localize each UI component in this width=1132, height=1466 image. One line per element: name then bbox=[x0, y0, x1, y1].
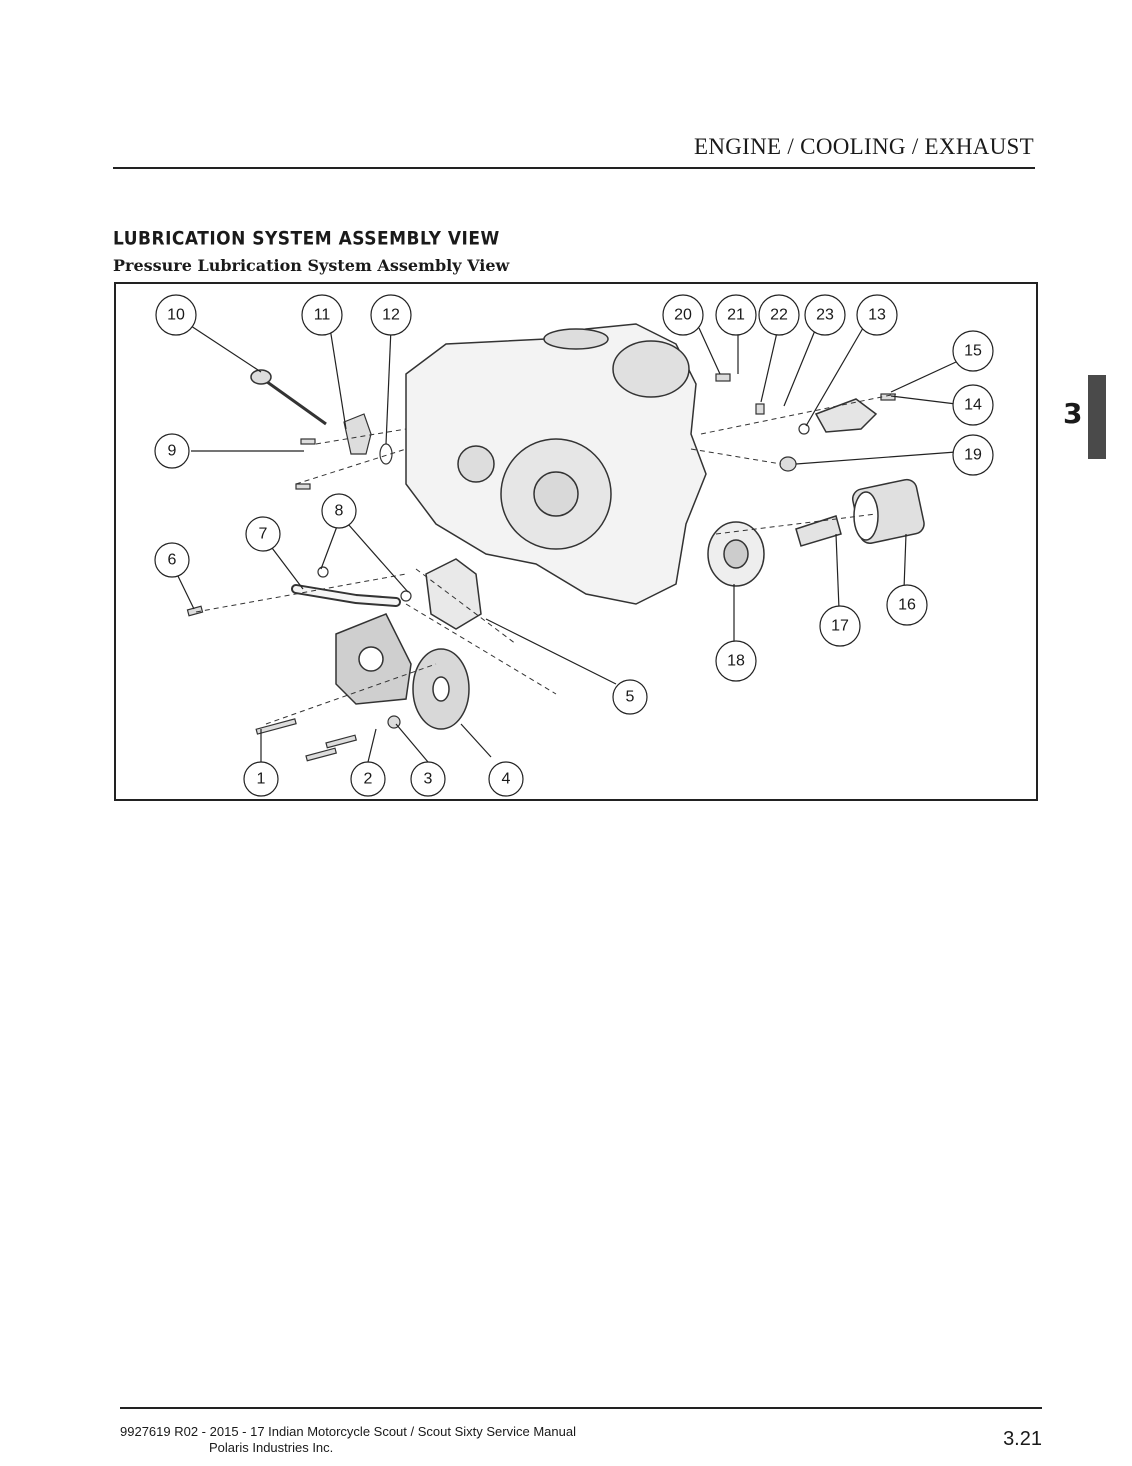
dipstick-illustration bbox=[250, 369, 327, 426]
callout-7 bbox=[245, 516, 281, 552]
callout-1 bbox=[243, 761, 279, 797]
callout-label-13: 13 bbox=[868, 307, 886, 324]
callout-23 bbox=[804, 294, 846, 336]
figure-subtitle: Pressure Lubrication System Assembly Vie… bbox=[113, 256, 510, 275]
callout-label-18: 18 bbox=[727, 653, 745, 670]
callout-9 bbox=[154, 433, 190, 469]
callout-leader-lines bbox=[175, 323, 957, 763]
callout-label-11: 11 bbox=[314, 307, 331, 324]
callout-label-19: 19 bbox=[964, 447, 982, 464]
header-rule bbox=[113, 167, 1035, 169]
footer-rule bbox=[120, 1407, 1042, 1409]
filter-adapter-illustration bbox=[795, 515, 842, 547]
assembly-guide-lines bbox=[195, 393, 897, 725]
callout-15 bbox=[952, 330, 994, 372]
callout-18 bbox=[715, 640, 757, 682]
callout-label-3: 3 bbox=[424, 771, 433, 788]
callout-label-4: 4 bbox=[502, 771, 511, 788]
pressure-switch-illustration bbox=[814, 398, 878, 433]
callout-17 bbox=[819, 605, 861, 647]
callout-11 bbox=[301, 294, 343, 336]
chapter-number: 3 bbox=[1063, 397, 1083, 430]
callout-2 bbox=[350, 761, 386, 797]
callout-12 bbox=[370, 294, 412, 336]
callout-label-12: 12 bbox=[382, 307, 400, 324]
callout-group bbox=[154, 294, 994, 797]
callout-label-17: 17 bbox=[831, 618, 849, 635]
oil-tube-illustration-inner bbox=[293, 586, 399, 605]
callout-16 bbox=[886, 584, 928, 626]
callout-21 bbox=[715, 294, 757, 336]
pump-cover-plate-illustration bbox=[335, 613, 412, 705]
callout-10 bbox=[155, 294, 197, 336]
callout-22 bbox=[758, 294, 800, 336]
engine-crankcase-illustration bbox=[405, 323, 707, 605]
oil-pump-illustration bbox=[425, 558, 482, 630]
callout-label-16: 16 bbox=[898, 597, 916, 614]
callout-5 bbox=[612, 679, 648, 715]
callout-19 bbox=[952, 434, 994, 476]
exploded-view-drawing: 1 2 3 4 5 6 7 8 9 10 11 12 13 14 15 16 1… bbox=[154, 294, 994, 797]
footer-publisher: Polaris Industries Inc. bbox=[209, 1440, 334, 1455]
footer-manual-info: 9927619 R02 - 2015 - 17 Indian Motorcycl… bbox=[120, 1424, 576, 1456]
page-number: 3.21 bbox=[1003, 1428, 1042, 1450]
callout-label-20: 20 bbox=[674, 307, 692, 324]
callout-label-14: 14 bbox=[964, 397, 982, 414]
callout-14 bbox=[952, 384, 994, 426]
callout-8 bbox=[321, 493, 357, 529]
oil-filter-illustration bbox=[851, 478, 925, 544]
callout-label-8: 8 bbox=[335, 503, 344, 520]
callout-label-10: 10 bbox=[167, 307, 185, 324]
callout-label-6: 6 bbox=[168, 552, 177, 569]
small-parts-illustration bbox=[186, 373, 896, 762]
callout-label-7: 7 bbox=[259, 526, 268, 543]
drive-gear-illustration bbox=[412, 648, 470, 730]
section-header: ENGINE / COOLING / EXHAUST bbox=[694, 134, 1034, 159]
callout-6 bbox=[154, 542, 190, 578]
callout-3 bbox=[410, 761, 446, 797]
callout-label-23: 23 bbox=[816, 307, 834, 324]
assembly-figure: 1 2 3 4 5 6 7 8 9 10 11 12 13 14 15 16 1… bbox=[114, 282, 1038, 801]
callout-label-9: 9 bbox=[168, 443, 177, 460]
callout-4 bbox=[488, 761, 524, 797]
chapter-tab-marker bbox=[1088, 375, 1106, 459]
section-title: LUBRICATION SYSTEM ASSEMBLY VIEW bbox=[113, 228, 500, 250]
callout-label-5: 5 bbox=[626, 689, 635, 706]
callout-label-22: 22 bbox=[770, 307, 788, 324]
footer-manual-title: 9927619 R02 - 2015 - 17 Indian Motorcycl… bbox=[120, 1424, 576, 1439]
callout-label-21: 21 bbox=[727, 307, 745, 324]
callout-20 bbox=[662, 294, 704, 336]
callout-label-2: 2 bbox=[364, 771, 373, 788]
oil-cooler-illustration bbox=[707, 521, 765, 587]
callout-13 bbox=[856, 294, 898, 336]
callout-label-1: 1 bbox=[257, 771, 266, 788]
callout-label-15: 15 bbox=[964, 343, 982, 360]
